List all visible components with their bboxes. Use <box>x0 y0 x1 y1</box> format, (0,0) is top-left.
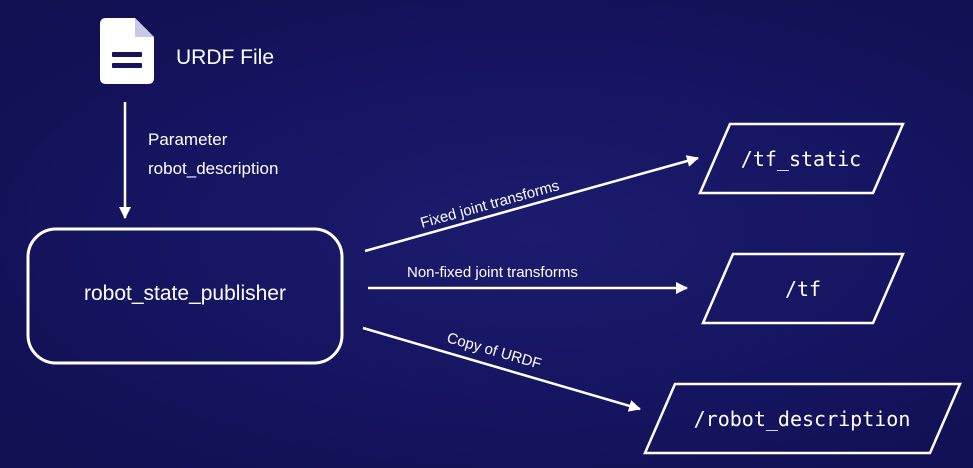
fixed-joint-label: Fixed joint transforms <box>419 177 562 232</box>
robot-description-topic <box>643 382 962 455</box>
parameter-label: Parameter <box>148 130 228 149</box>
parameter-name-label: robot_description <box>148 159 278 178</box>
urdf-file-label: URDF File <box>176 46 274 69</box>
robot-description-label: /robot_description <box>694 407 911 431</box>
tf-topic <box>701 252 905 325</box>
nonfixed-joint-label: Non-fixed joint transforms <box>407 264 578 281</box>
robot-state-publisher-label: robot_state_publisher <box>84 282 286 305</box>
tf-static-label: /tf_static <box>741 147 861 171</box>
fixed-joint-arrow <box>364 155 699 253</box>
tf-label: /tf <box>785 277 821 301</box>
robot-state-publisher-node <box>26 227 344 365</box>
document-icon <box>100 18 154 84</box>
tf-static-topic <box>698 122 905 195</box>
copy-urdf-arrow <box>362 326 641 412</box>
